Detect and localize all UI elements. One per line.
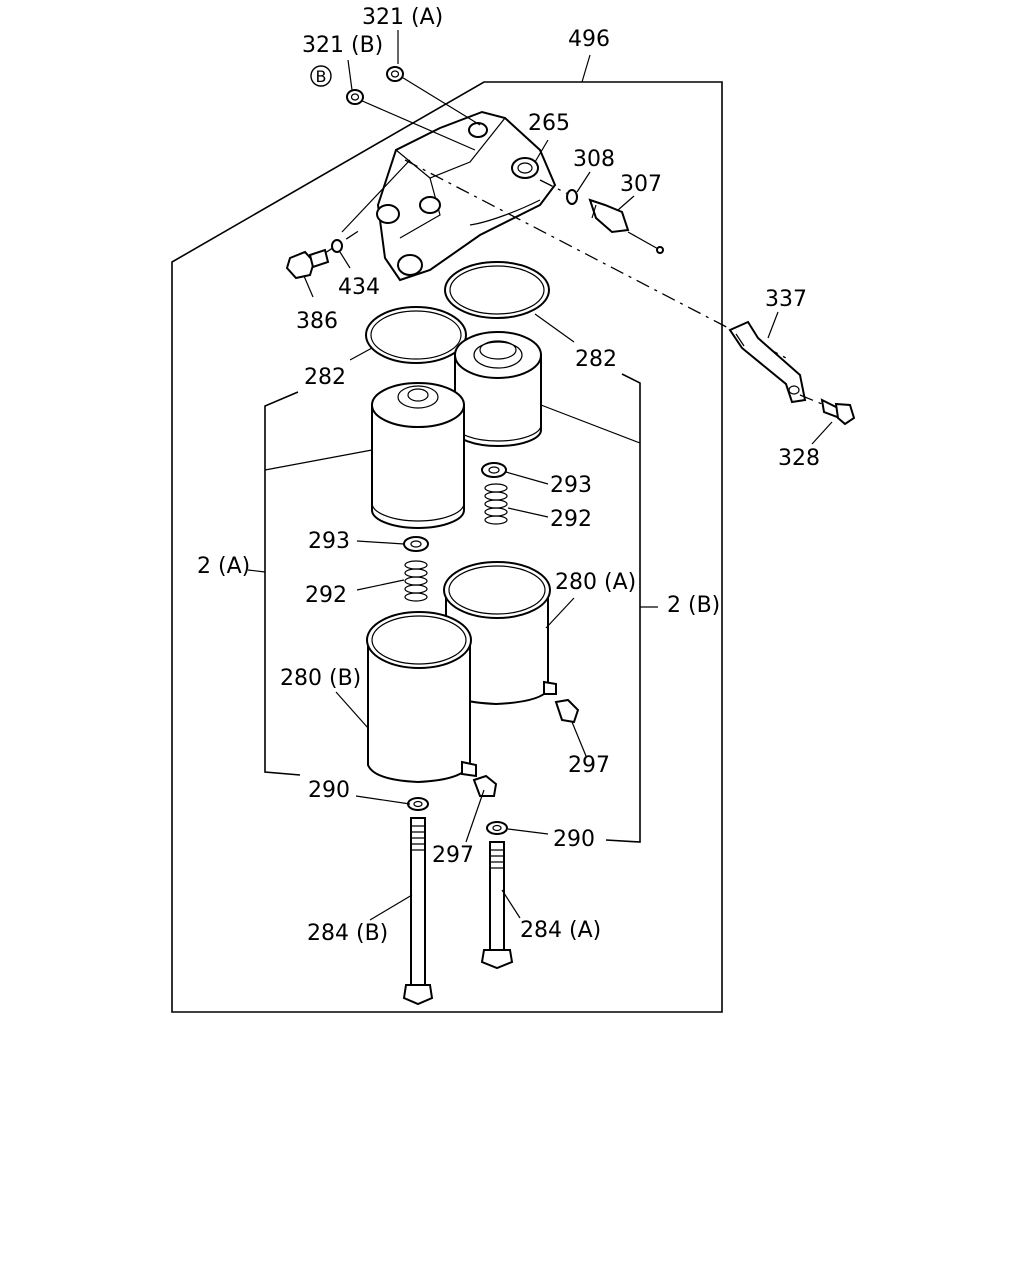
filter-element-left: [371, 382, 465, 529]
filter-element-right: [454, 331, 542, 447]
washer-290-right: [486, 821, 508, 835]
label-292-left: 292: [305, 583, 347, 608]
dashed-line-to-bracket: [404, 159, 791, 361]
label-280b: 280 (B): [280, 666, 361, 691]
label-2b: 2 (B): [667, 593, 720, 618]
label-328: 328: [778, 446, 820, 471]
bracket-2a: [264, 391, 301, 776]
label-297-left: 297: [432, 843, 474, 868]
label-297-right: 297: [568, 753, 610, 778]
gasket-282-right: [444, 261, 550, 319]
label-284a: 284 (A): [520, 918, 601, 943]
washer-321a: [386, 66, 404, 82]
label-265: 265: [528, 111, 570, 136]
label-386: 386: [296, 309, 338, 334]
label-308: 308: [573, 147, 615, 172]
dashed-line-308: [539, 179, 571, 196]
spring-292-left: [404, 560, 428, 602]
bolt-328-part: [820, 398, 856, 426]
mount-line-321a: [399, 75, 481, 126]
mount-line-321b: [359, 99, 476, 151]
label-321b: 321 (B): [302, 33, 383, 58]
head-left-edge-line: [341, 159, 411, 233]
center-bolt-284b: [402, 817, 434, 1006]
label-292-right: 292: [550, 507, 592, 532]
center-bolt-284a: [480, 841, 514, 970]
drain-plug-297-left: [472, 774, 498, 797]
label-282-left: 282: [304, 365, 346, 390]
drain-plug-297-right: [554, 698, 580, 724]
spring-seat-293-right: [481, 462, 507, 478]
label-284b: 284 (B): [307, 921, 388, 946]
bracket-337-part: [728, 320, 807, 404]
washer-321b: [346, 89, 364, 105]
label-337: 337: [765, 287, 807, 312]
o-ring-434: [331, 239, 343, 253]
circled-b-marker: [310, 65, 332, 87]
label-434: 434: [338, 275, 380, 300]
filter-head-part: [376, 110, 557, 282]
spring-292-right: [484, 483, 508, 525]
assembly-frame: [171, 81, 723, 1013]
label-293-right: 293: [550, 473, 592, 498]
gasket-282-left: [365, 306, 467, 364]
label-290-right: 290: [553, 827, 595, 852]
label-2a: 2 (A): [197, 554, 250, 579]
label-290-left: 290: [308, 778, 350, 803]
label-282-right: 282: [575, 347, 617, 372]
sensor-307-part: [588, 198, 664, 254]
circled-b-label: B: [316, 67, 327, 86]
washer-290-left: [407, 797, 429, 811]
label-321a: 321 (A): [362, 5, 443, 30]
label-293-left: 293: [308, 529, 350, 554]
bolt-386-part: [285, 248, 330, 280]
bracket-2b: [605, 373, 641, 843]
label-496: 496: [568, 27, 610, 52]
label-307: 307: [620, 172, 662, 197]
o-ring-308: [566, 189, 578, 205]
label-280a: 280 (A): [555, 570, 636, 595]
spring-seat-293-left: [403, 536, 429, 552]
filter-bowl-280b: [366, 611, 477, 784]
